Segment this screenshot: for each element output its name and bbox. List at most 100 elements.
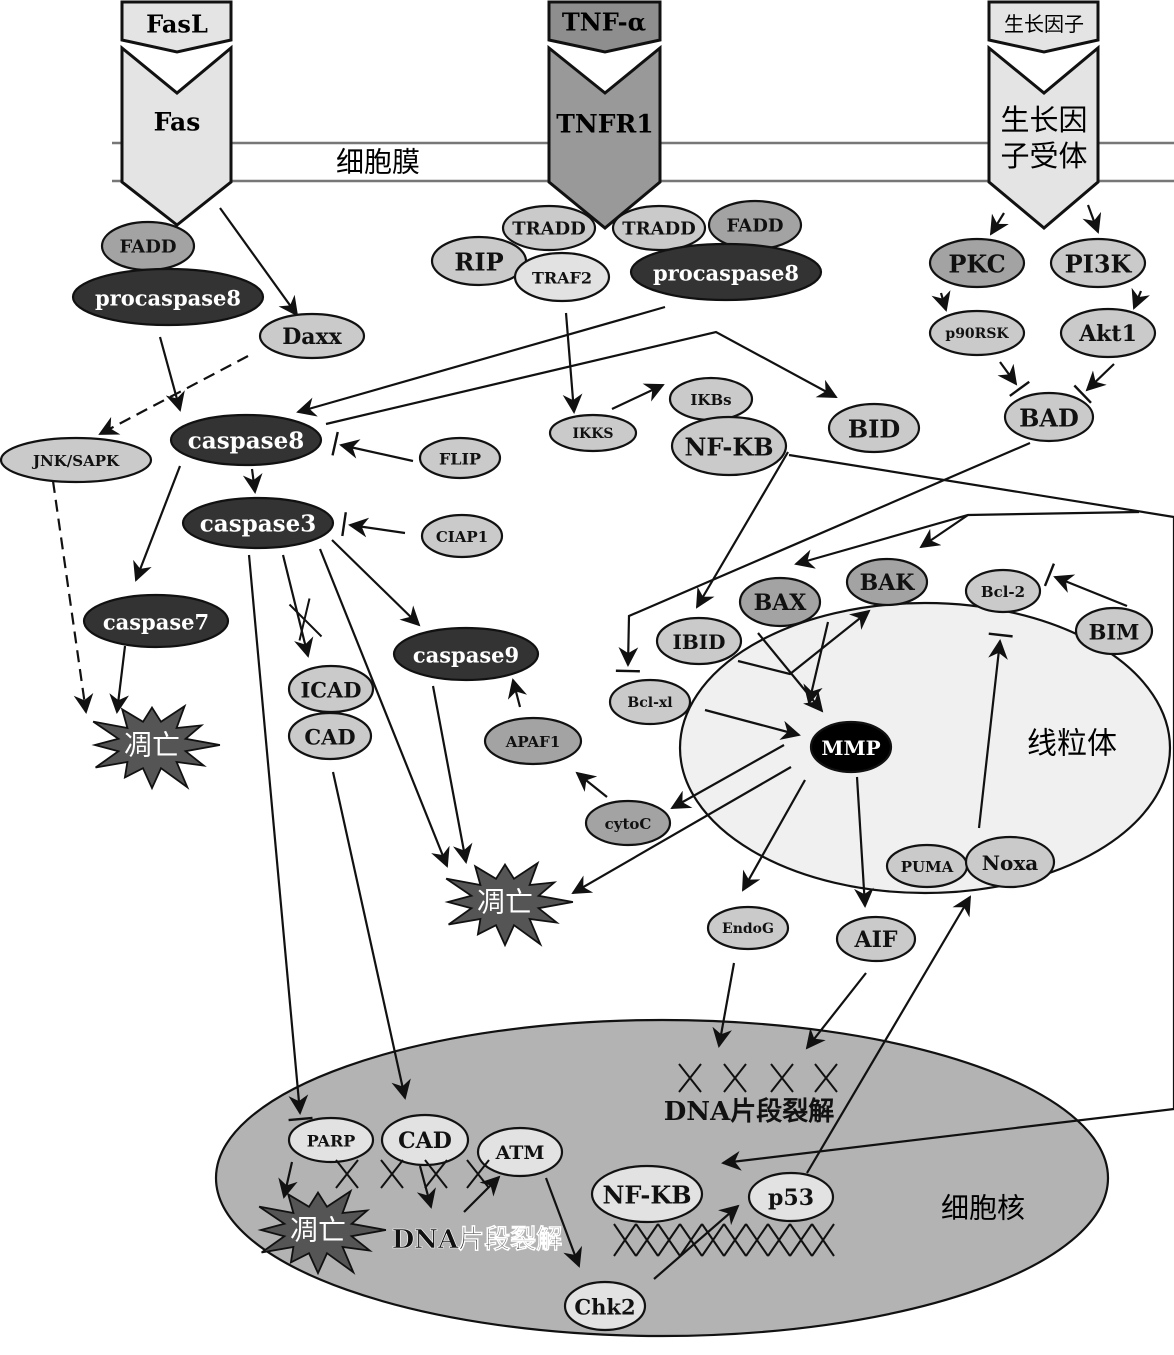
inhibition-bar [1043, 563, 1056, 587]
edge-akt1-to-bad [1073, 363, 1115, 404]
dna-break-mark [678, 1063, 702, 1093]
starburst-shape [444, 860, 574, 948]
node-label: TRADD [512, 219, 586, 240]
edge-casp3-to-apo2 [318, 548, 450, 868]
node-shape [501, 204, 597, 252]
node-bax: BAX [738, 576, 822, 628]
node-shape [1049, 237, 1147, 289]
node-label: MMP [821, 736, 880, 760]
activation-arrow [562, 312, 583, 414]
svg-text:TNF-α: TNF-α [562, 8, 646, 37]
node-ibid: IBID [655, 616, 743, 666]
mitochondria-label: 线粒体 [1027, 727, 1117, 762]
dna-break-mark [635, 1223, 659, 1257]
node-shape [287, 711, 373, 761]
node-label: cytoC [605, 815, 652, 833]
inhibition-arrow [247, 554, 309, 1115]
node-apaf1: APAF1 [483, 716, 583, 766]
node-shape [418, 436, 502, 480]
activation-arrow [712, 962, 736, 1048]
node-label: JNK/SAPK [31, 452, 120, 470]
node-label: BIM [1089, 620, 1140, 645]
edge-mmp-to-cytoc [670, 744, 785, 809]
activation-arrow [51, 480, 94, 714]
node-label: BAK [860, 570, 916, 596]
node-label: Akt1 [1078, 321, 1137, 347]
apoptosis-burst: 凋亡 [257, 1188, 387, 1276]
node-shape [483, 716, 583, 766]
edge-flip-to-casp8 [331, 431, 414, 463]
dna-break-mark [466, 1159, 490, 1189]
edge-procasp8a-to-casp8 [158, 336, 185, 412]
node-label: PARP [307, 1132, 356, 1151]
edge-cytoc-to-apaf1 [575, 771, 608, 798]
node-shape [380, 1113, 470, 1167]
edge-casp9-to-apo2 [431, 685, 473, 864]
inhibition-arrow [1085, 363, 1115, 392]
node-label: PKC [948, 250, 1005, 279]
node-shape [928, 237, 1026, 289]
apoptosis-label: 凋亡 [124, 729, 180, 762]
node-shape [845, 557, 929, 607]
node-label: APAF1 [505, 733, 561, 751]
node-label: caspase3 [200, 511, 316, 538]
inhibition-arrow [618, 441, 1031, 667]
edge-p90rsk-to-bad [997, 361, 1030, 397]
dna-break-mark [657, 1223, 681, 1257]
node-label: CIAP1 [436, 528, 488, 546]
node-ikbs: IKBs [668, 376, 754, 422]
node-shape [392, 626, 540, 682]
inhibition-arrow [977, 639, 1008, 829]
node-label: TRAF2 [532, 269, 592, 288]
svg-text:生长因: 生长因 [1000, 103, 1087, 137]
node-label: ATM [495, 1142, 545, 1164]
edge-procasp8b-to-casp8 [296, 305, 666, 417]
edge-aif-to-dna1 [805, 972, 867, 1050]
node-ikks: IKKS [548, 413, 638, 453]
node-shape [629, 242, 823, 302]
inhibition-arrow [1053, 574, 1128, 608]
node-casp9: caspase9 [392, 626, 540, 682]
node-fadd1: FADD [100, 220, 196, 272]
dna-break-mark [723, 1223, 747, 1257]
node-p53: p53 [747, 1171, 835, 1223]
node-p90rsk: p90RSK [928, 309, 1026, 357]
svg-text:Fas: Fas [154, 108, 201, 137]
node-bcl2: Bcl-2 [964, 568, 1042, 614]
node-pkc: PKC [928, 237, 1026, 289]
edge-bim-to-bak [919, 514, 969, 549]
edge-bclxl-to-mmp [704, 708, 801, 740]
edge-ciap1-to-casp3 [341, 512, 406, 538]
node-traf2: TRAF2 [513, 251, 611, 303]
node-flip: FLIP [418, 436, 502, 480]
cleavage-mark [288, 598, 323, 641]
node-label: AIF [854, 927, 898, 953]
node-label: Daxx [282, 324, 342, 350]
apoptosis-burst: 凋亡 [91, 703, 221, 791]
node-shape [513, 251, 611, 303]
inhibition-bar [988, 632, 1013, 638]
activation-arrow [854, 776, 874, 908]
activation-arrow [806, 895, 972, 1174]
node-shape [258, 312, 366, 360]
starburst-shape [91, 703, 221, 791]
node-fadd2: FADD [707, 199, 803, 251]
node-cad2: CAD [380, 1113, 470, 1167]
inhibition-bar [331, 431, 339, 456]
dna-break-mark [814, 1063, 838, 1093]
nucleus-label: 细胞核 [941, 1192, 1025, 1225]
activation-arrow [737, 609, 871, 676]
node-bclxl: Bcl-xl [608, 678, 692, 726]
node-jnk: JNK/SAPK [0, 436, 153, 484]
node-casp3: caspase3 [181, 496, 335, 550]
node-shape [611, 204, 707, 252]
membrane-label: 细胞膜 [336, 146, 420, 179]
activation-arrow [704, 708, 801, 740]
node-shape [1059, 307, 1157, 359]
inhibition-bar [341, 512, 347, 537]
node-daxx: Daxx [258, 312, 366, 360]
edge-bim-to-bcl2 [1043, 563, 1128, 608]
node-shape [835, 915, 917, 963]
